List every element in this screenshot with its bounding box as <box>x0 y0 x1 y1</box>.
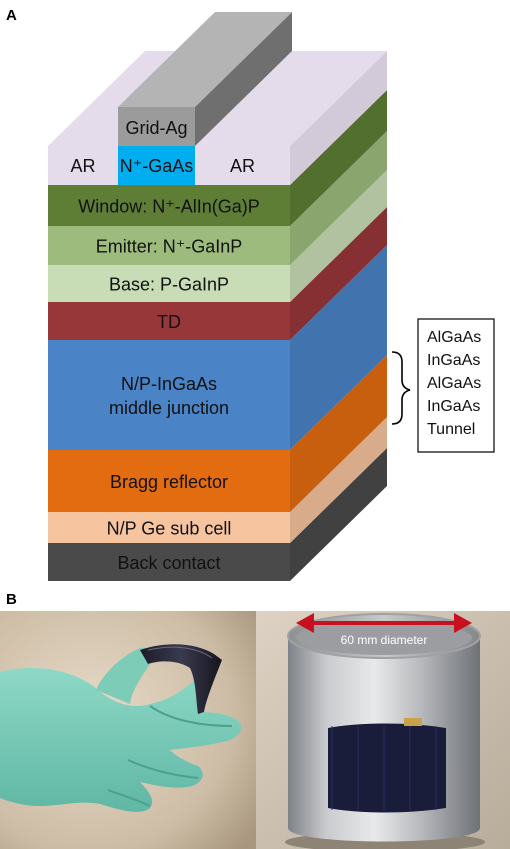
top-contact-layer: Grid-AgN⁺-GaAs AR AR <box>48 12 387 185</box>
grid-ag-label: Grid-Ag <box>125 118 187 138</box>
ar-right-label: AR <box>230 156 255 176</box>
arrow-head-right-icon <box>454 613 472 633</box>
layer-back-front <box>48 543 290 581</box>
layer-stack: Back contact N/P Ge sub cell Bragg reflect… <box>48 90 387 581</box>
grid-front <box>118 107 195 146</box>
arrow-head-left-icon <box>296 613 314 633</box>
flexible-solar-cell <box>140 644 222 714</box>
cell-tab <box>404 718 422 726</box>
layer-td-front <box>48 302 290 340</box>
layer-base: Base: P-GaInP <box>48 170 387 302</box>
layer-window-side <box>290 90 387 226</box>
layer-base-front <box>48 265 290 302</box>
legend-item: AlGaAs <box>427 375 481 392</box>
finger-crease <box>107 789 151 807</box>
layer-bragg-side <box>290 355 387 512</box>
layer-td: TD <box>48 207 387 340</box>
finger-crease <box>149 705 233 727</box>
cell-highlight <box>147 646 213 659</box>
diameter-label: 60 mm diameter <box>341 633 428 647</box>
layer-window-label: Window: N⁺-AlIn(Ga)P <box>78 197 260 217</box>
ar-left-label: AR <box>70 156 95 176</box>
layer-back-label: Back contact <box>117 553 220 573</box>
layer-middle: N/P-InGaAs middle junction <box>48 245 387 450</box>
layer-emitter: Emitter: N⁺-GaInP <box>48 131 387 265</box>
contact-front <box>118 146 195 185</box>
legend-item: Tunnel <box>427 421 475 438</box>
wrapped-solar-cell <box>328 723 446 813</box>
layer-middle-label-1: N/P-InGaAs <box>121 374 217 394</box>
grid-side <box>195 12 292 146</box>
layer-td-label: TD <box>157 312 181 332</box>
layer-ge-side <box>290 417 387 543</box>
panel-letter-b: B <box>6 591 17 608</box>
panel-letter-a: A <box>6 7 17 24</box>
layer-middle-side <box>290 245 387 450</box>
brace-icon <box>391 351 411 425</box>
cylinder-opening <box>296 621 472 655</box>
ar-side <box>290 51 387 185</box>
layer-bragg-front <box>48 450 290 512</box>
legend-item: InGaAs <box>427 352 480 369</box>
layer-td-side <box>290 207 387 340</box>
layer-base-side <box>290 170 387 302</box>
photo-left-hand <box>0 611 256 849</box>
layer-middle-label-2: middle junction <box>109 398 229 418</box>
panel-b-photos: B 60 mm diameter <box>0 591 510 849</box>
legend-item: AlGaAs <box>427 329 481 346</box>
layer-emitter-front <box>48 226 290 265</box>
panel-a-layer-stack: A Back contact N/P Ge sub cell Bragg reflec… <box>6 7 495 581</box>
layer-back: Back contact <box>48 448 387 581</box>
layer-ge-label: N/P Ge sub cell <box>107 519 232 539</box>
layer-emitter-side <box>290 131 387 265</box>
layer-ge: N/P Ge sub cell <box>48 417 387 543</box>
layer-bragg: Bragg reflector <box>48 355 387 512</box>
contact-label: N⁺-GaAs <box>120 156 194 176</box>
layer-window: Window: N⁺-AlIn(Ga)P <box>48 90 387 226</box>
grid-top <box>118 12 292 107</box>
layer-middle-front <box>48 340 290 450</box>
layer-base-label: Base: P-GaInP <box>109 275 229 295</box>
photo-right-cylinder: 60 mm diameter <box>256 611 510 849</box>
legend-item: InGaAs <box>427 398 480 415</box>
layer-emitter-label: Emitter: N⁺-GaInP <box>96 237 243 257</box>
layer-ge-front <box>48 512 290 543</box>
finger-crease <box>127 759 199 779</box>
ar-left-front <box>48 146 118 185</box>
legend-box <box>417 318 495 453</box>
layer-bragg-label: Bragg reflector <box>110 472 228 492</box>
ar-right-front <box>195 146 290 185</box>
layer-window-front <box>48 185 290 226</box>
layer-back-side <box>290 448 387 581</box>
glove-thumb <box>96 647 153 704</box>
